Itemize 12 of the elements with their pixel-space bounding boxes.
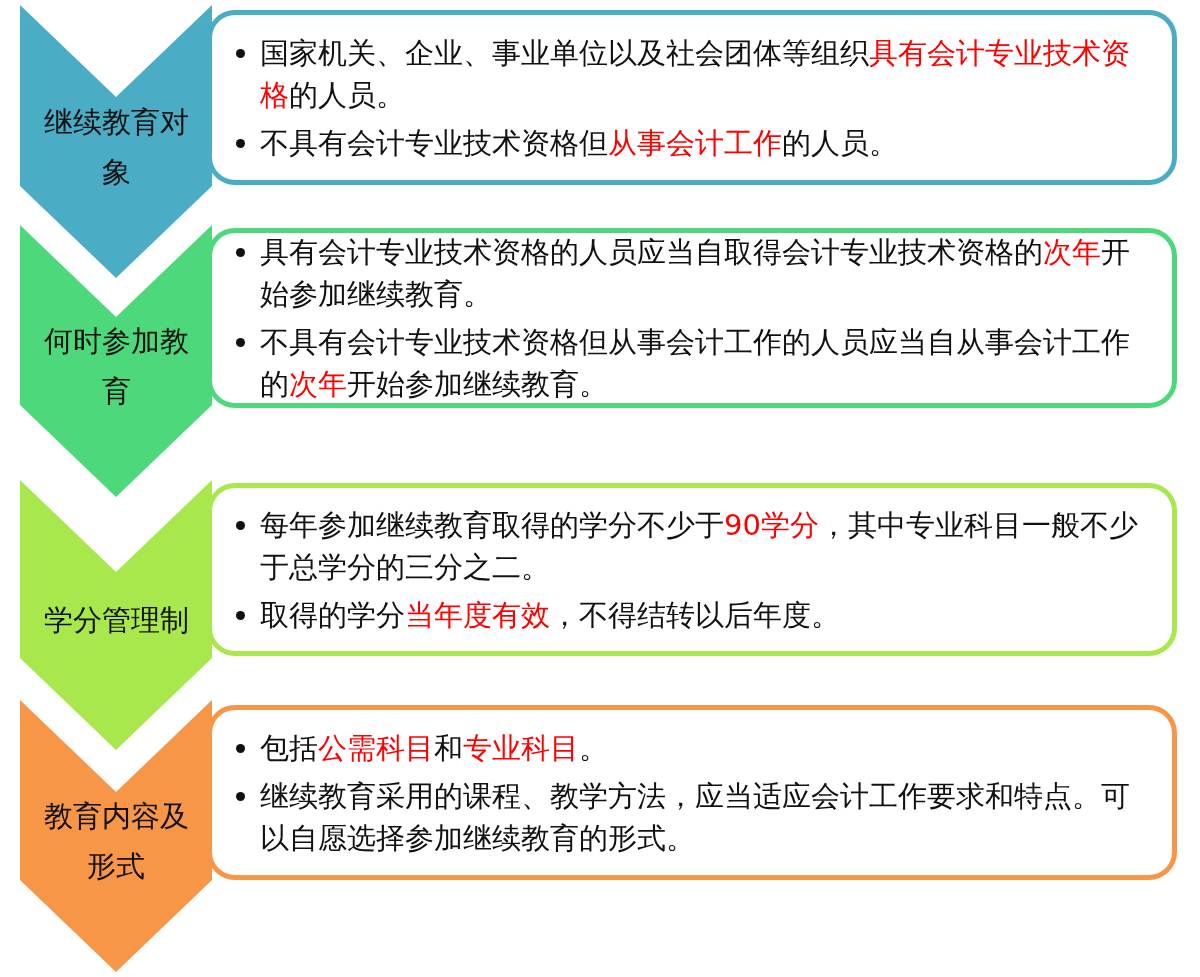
bullet-text: 包括公需科目和专业科目。 — [260, 730, 608, 765]
step-title: 继续教育对象 — [42, 103, 190, 191]
bullet-text: 每年参加继续教育取得的学分不少于90学分，其中专业科目一般不少于总学分的三分之二。 — [260, 507, 1138, 584]
bullet-text: 具有会计专业技术资格的人员应当自取得会计专业技术资格的次年开始参加继续教育。 — [260, 235, 1130, 311]
step-title: 学分管理制 — [43, 602, 189, 639]
bullet-text: 不具有会计专业技术资格但从事会计工作的人员。 — [260, 125, 898, 160]
bullet-text: 不具有会计专业技术资格但从事会计工作的人员应当自从事会计工作的次年开始参加继续教育。 — [260, 325, 1130, 401]
bullet-text: 取得的学分当年度有效，不得结转以后年度。 — [260, 597, 840, 632]
step-title: 教育内容及形式 — [42, 798, 190, 885]
step-title: 何时参加教育 — [42, 323, 190, 410]
bullet-text: 继续教育采用的课程、教学方法，应当适应会计工作要求和特点。可以自愿选择参加继续教育的形式。 — [260, 778, 1130, 855]
bullet-text: 国家机关、企业、事业单位以及社会团体等组织具有会计专业技术资格的人员。 — [260, 35, 1130, 112]
